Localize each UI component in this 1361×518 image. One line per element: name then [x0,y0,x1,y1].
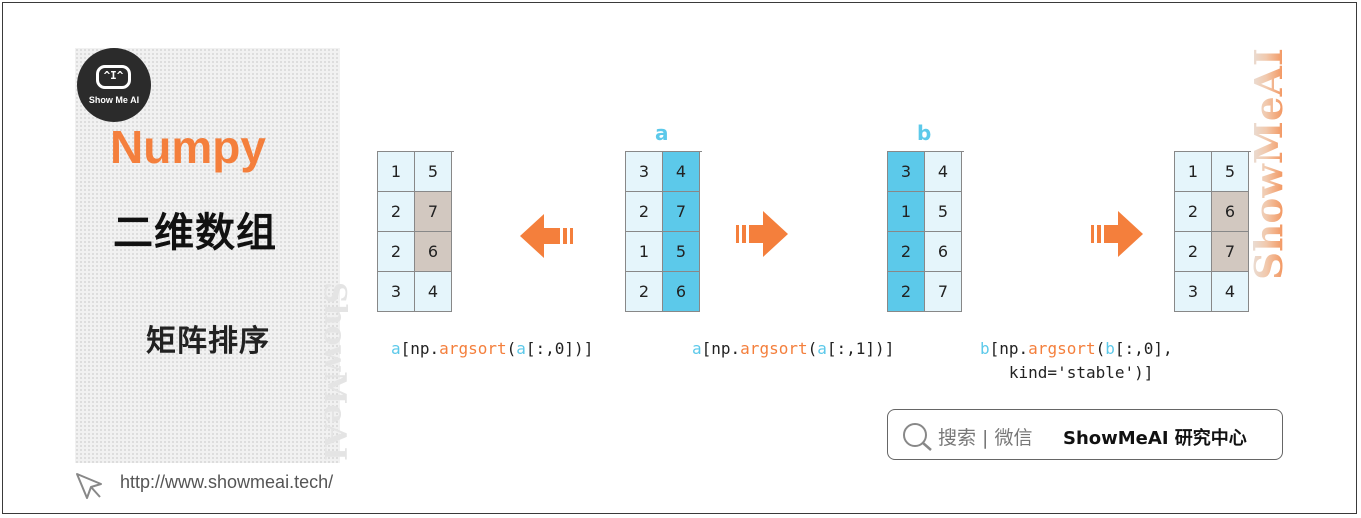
array-cell: 1 [626,232,663,272]
logo-face-text: ^I^ [103,69,124,82]
code-token: [np. [400,339,440,358]
caption-a-col0: a[np.argsort(a[:,0])] [391,337,593,361]
search-brand: ShowMeAI 研究中心 [1063,428,1247,449]
array-cell: 3 [1175,272,1212,312]
array-cell: 2 [626,272,663,312]
array-cell: 7 [663,192,700,232]
array-cell: 7 [925,272,962,312]
arrow-right-icon [736,211,788,257]
array-label-a: a [655,121,669,145]
logo-face-icon: ^I^ [96,65,131,89]
code-token: argsort [1028,339,1096,358]
array-cell: 4 [415,272,452,312]
code-token: [np. [989,339,1029,358]
site-url-link[interactable]: http://www.showmeai.tech/ [120,472,334,492]
showmeai-logo: ^I^ Show Me AI [77,48,151,122]
array-cell: 1 [888,192,925,232]
array-cell: 2 [888,272,925,312]
code-token: a [516,339,526,358]
code-token: ( [807,339,818,358]
array-cell: 2 [378,192,415,232]
array-cell: 3 [626,152,663,192]
code-token: ( [506,339,517,358]
array-cell: 5 [663,232,700,272]
arrow-right-icon [1091,211,1143,257]
code-token: b [980,339,990,358]
code-token: kind='stable')] [980,363,1154,382]
array-cell: 3 [378,272,415,312]
code-token: [:,1])] [826,339,895,358]
topic-label: 矩阵排序 [146,324,270,359]
code-token: a [391,339,401,358]
array-cell: 1 [1175,152,1212,192]
code-token: [:,0], [1114,339,1173,358]
code-token: argsort [439,339,507,358]
brand-vertical: ShowMeAI [1248,48,1290,280]
page-subtitle: 二维数组 [113,210,277,256]
arrow-left-icon [520,214,573,258]
search-hint: 搜索 | 微信 [938,427,1033,449]
array-cell: 4 [663,152,700,192]
code-token: [:,0])] [525,339,594,358]
search-box[interactable]: 搜索 | 微信 ShowMeAI 研究中心 [887,409,1283,460]
code-line: kind='stable')] [980,361,1173,385]
array-cell: 6 [663,272,700,312]
array-cell: 5 [925,192,962,232]
page-title: Numpy [110,121,266,173]
array-cell: 2 [626,192,663,232]
code-line: a[np.argsort(a[:,1])] [692,337,894,361]
array-cell: 2 [1175,192,1212,232]
caption-b-stable: b[np.argsort(b[:,0], kind='stable')] [980,337,1173,385]
code-token: a [817,339,827,358]
code-token: a [692,339,702,358]
brand-vertical-text: ShowMeAI [1248,48,1290,280]
array-cell: 6 [415,232,452,272]
array-cell: 2 [888,232,925,272]
cursor-icon [76,473,102,499]
code-line: a[np.argsort(a[:,0])] [391,337,593,361]
array-label-b: b [917,121,932,145]
code-token: [np. [701,339,741,358]
caption-a-col1: a[np.argsort(a[:,1])] [692,337,894,361]
search-icon [903,423,932,451]
array-cell: 1 [378,152,415,192]
array-cell: 3 [888,152,925,192]
logo-name: Show Me AI [88,95,140,105]
code-line: b[np.argsort(b[:,0], [980,337,1173,361]
code-token: ( [1095,339,1106,358]
array-cell: 2 [1175,232,1212,272]
array-cell: 5 [1212,152,1249,192]
side-watermark: ShowMeAI [317,282,352,461]
array-cell: 7 [1212,232,1249,272]
array-cell: 6 [1212,192,1249,232]
array-cell: 4 [925,152,962,192]
array-cell: 6 [925,232,962,272]
code-token: argsort [740,339,808,358]
code-token: b [1105,339,1115,358]
array-cell: 5 [415,152,452,192]
array-cell: 7 [415,192,452,232]
array-cell: 2 [378,232,415,272]
array-cell: 4 [1212,272,1249,312]
